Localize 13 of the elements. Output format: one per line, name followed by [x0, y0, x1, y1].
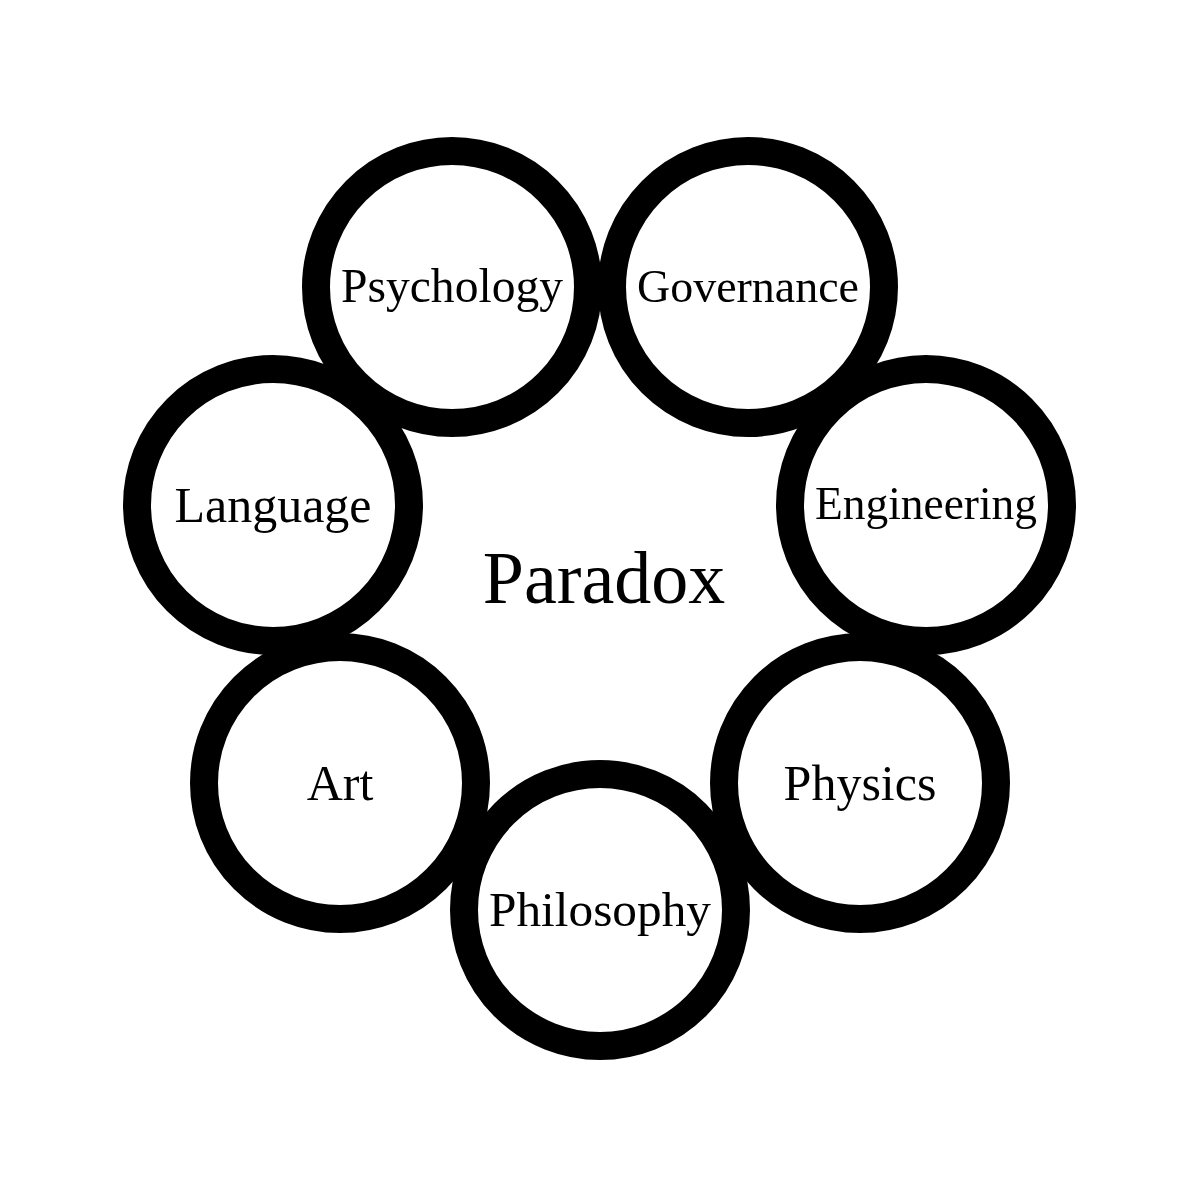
- circle-node: [598, 137, 898, 437]
- circle-node: [123, 355, 423, 655]
- node-label: Engineering: [815, 482, 1037, 528]
- center-label: Paradox: [482, 541, 726, 615]
- circle-node: [302, 137, 602, 437]
- circle-node: [450, 760, 750, 1060]
- node-label: Philosophy: [489, 885, 711, 935]
- node-label: Psychology: [341, 263, 563, 311]
- node-label: Art: [306, 758, 374, 808]
- circle-node: [710, 633, 1010, 933]
- node-label: Governance: [637, 264, 859, 310]
- circle-node: [190, 633, 490, 933]
- circle-node: [776, 355, 1076, 655]
